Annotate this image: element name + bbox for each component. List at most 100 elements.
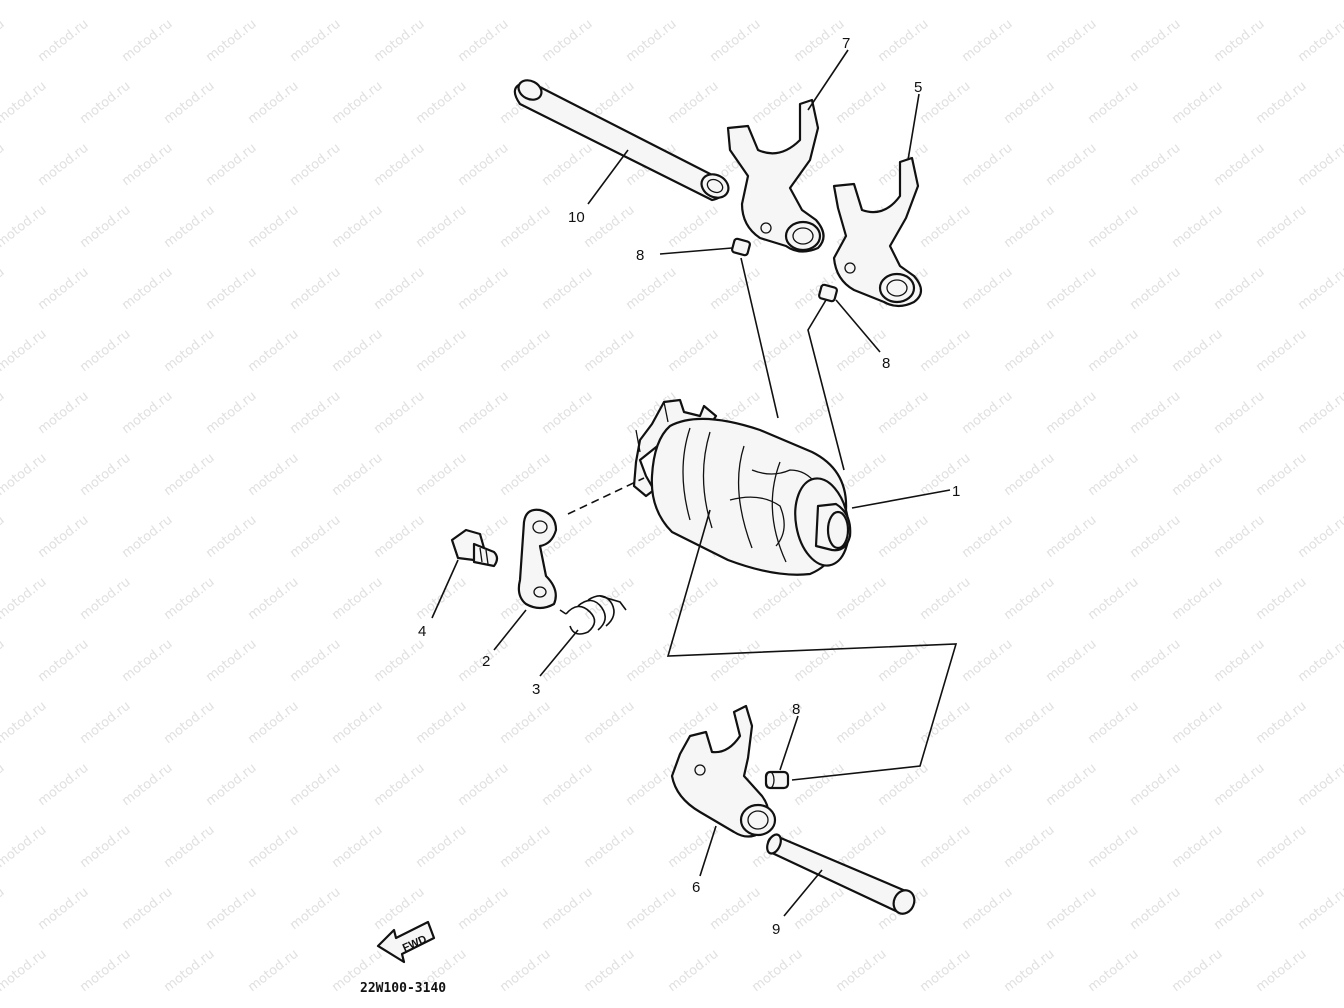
watermark-text: motod.ru [203,513,259,562]
watermark-text: motod.ru [371,265,427,314]
watermark-text: motod.ru [245,203,301,252]
watermark-text: motod.ru [1253,451,1309,500]
watermark-text: motod.ru [245,451,301,500]
watermark-text: motod.ru [1169,79,1225,128]
watermark-text: motod.ru [245,575,301,624]
watermark-text: motod.ru [497,947,553,996]
watermark-text: motod.ru [749,0,805,3]
watermark-text: motod.ru [959,17,1015,66]
watermark-text: motod.ru [245,823,301,872]
watermark-text: motod.ru [791,389,847,438]
watermark-text: motod.ru [0,17,7,66]
watermark-text: motod.ru [203,389,259,438]
watermark-text: motod.ru [1295,265,1344,314]
watermark-text: motod.ru [1295,513,1344,562]
watermark-text: motod.ru [539,17,595,66]
watermark-text: motod.ru [707,885,763,934]
watermark-text: motod.ru [1085,699,1141,748]
watermark-text: motod.ru [1043,389,1099,438]
diagram-code: 22W100-3140 [360,981,446,996]
watermark-text: motod.ru [1043,637,1099,686]
watermark-text: motod.ru [35,513,91,562]
watermark-text: motod.ru [1211,141,1267,190]
watermark-text: motod.ru [1211,389,1267,438]
watermark-text: motod.ru [623,17,679,66]
shift-fork-6 [670,704,777,838]
watermark-text: motod.ru [749,79,805,128]
watermark-text: motod.ru [203,637,259,686]
watermark-text: motod.ru [287,141,343,190]
watermark-text: motod.ru [0,823,49,872]
watermark-text: motod.ru [371,513,427,562]
watermark-text: motod.ru [413,699,469,748]
watermark-text: motod.ru [1169,0,1225,3]
watermark-text: motod.ru [329,575,385,624]
callout-9: 9 [772,921,780,938]
watermark-text: motod.ru [1085,823,1141,872]
watermark-text: motod.ru [161,79,217,128]
watermark-text: motod.ru [833,947,889,996]
watermark-text: motod.ru [1169,451,1225,500]
watermark-text: motod.ru [413,79,469,128]
watermark-text: motod.ru [329,451,385,500]
watermark-text: motod.ru [1127,885,1183,934]
leader-lines [431,49,951,917]
watermark-text: motod.ru [875,17,931,66]
watermark-text: motod.ru [203,885,259,934]
watermark-text: motod.ru [245,79,301,128]
callout-3: 3 [532,681,540,698]
watermark-text: motod.ru [203,141,259,190]
watermark-text: motod.ru [35,885,91,934]
watermark-text: motod.ru [1295,885,1344,934]
watermark-text: motod.ru [1001,451,1057,500]
watermark-text: motod.ru [119,389,175,438]
watermark-text: motod.ru [287,637,343,686]
watermark-text: motod.ru [119,761,175,810]
watermark-text: motod.ru [497,0,553,3]
watermark-text: motod.ru [539,761,595,810]
watermark-text: motod.ru [917,823,973,872]
watermark-text: motod.ru [1085,451,1141,500]
watermark-text: motod.ru [917,79,973,128]
watermark-text: motod.ru [329,327,385,376]
watermark-text: motod.ru [119,513,175,562]
watermark-text: motod.ru [1001,327,1057,376]
watermark-text: motod.ru [371,761,427,810]
guide-pin-upper-right [818,283,838,303]
watermark-text: motod.ru [875,389,931,438]
watermark-text: motod.ru [497,203,553,252]
watermark-text: motod.ru [791,637,847,686]
watermark-text: motod.ru [917,699,973,748]
watermark-text: motod.ru [0,885,7,934]
torsion-spring [559,595,627,635]
watermark-text: motod.ru [413,327,469,376]
watermark-text: motod.ru [623,761,679,810]
watermark-text: motod.ru [875,637,931,686]
watermark-text: motod.ru [0,699,49,748]
callout-7: 7 [842,35,850,52]
watermark-text: motod.ru [35,389,91,438]
watermark-text: motod.ru [77,699,133,748]
callout-8-lower: 8 [792,701,800,718]
watermark-text: motod.ru [119,141,175,190]
watermark-text: motod.ru [707,637,763,686]
watermark-text: motod.ru [1085,327,1141,376]
watermark-text: motod.ru [245,947,301,996]
watermark-text: motod.ru [161,203,217,252]
watermark-text: motod.ru [749,327,805,376]
watermark-text: motod.ru [707,17,763,66]
watermark-text: motod.ru [161,327,217,376]
watermark-text: motod.ru [1085,947,1141,996]
watermark-text: motod.ru [245,327,301,376]
watermark-text: motod.ru [203,265,259,314]
watermark-text: motod.ru [833,0,889,3]
watermark-text: motod.ru [581,823,637,872]
watermark-text: motod.ru [35,761,91,810]
watermark-text: motod.ru [0,761,7,810]
watermark-text: motod.ru [161,575,217,624]
watermark-text: motod.ru [77,0,133,3]
watermark-text: motod.ru [665,823,721,872]
watermark-text: motod.ru [1043,141,1099,190]
watermark-text: motod.ru [77,203,133,252]
